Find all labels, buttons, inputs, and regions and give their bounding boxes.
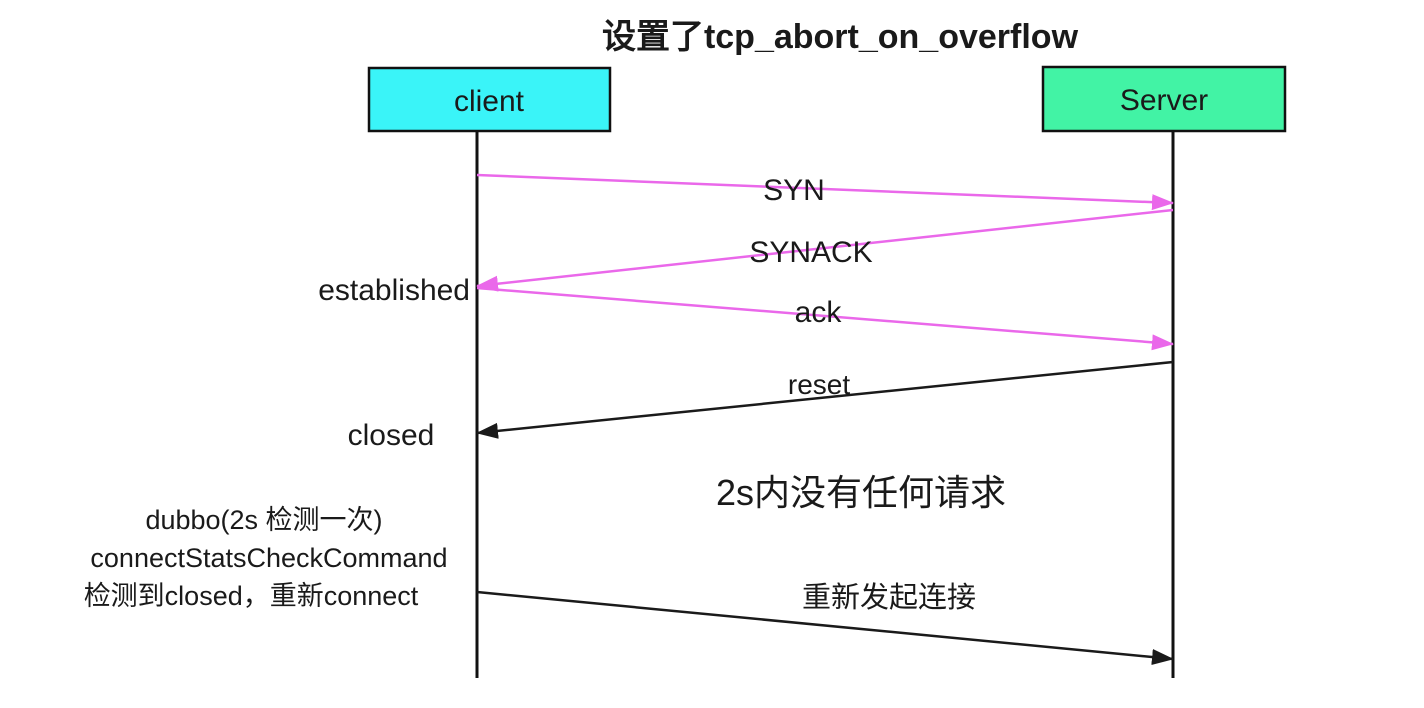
- dubbo-note-line2: connectStatsCheckCommand: [90, 543, 447, 573]
- client-label: client: [454, 85, 525, 118]
- synack-arrow: [476, 208, 1174, 292]
- diagram-title: 设置了tcp_abort_on_overflow: [602, 18, 1079, 56]
- reconnect-arrow: [476, 590, 1174, 665]
- ack-arrow: [476, 286, 1174, 351]
- syn-label: SYN: [763, 174, 825, 207]
- server-label: Server: [1120, 84, 1208, 117]
- reconnect-label: 重新发起连接: [802, 581, 976, 614]
- dubbo-note-line3: 检测到closed，重新connect: [84, 581, 419, 611]
- actor-server: Server: [1041, 65, 1287, 133]
- dubbo-note-line1: dubbo(2s 检测一次): [145, 505, 382, 535]
- synack-label: SYNACK: [749, 236, 872, 269]
- syn-arrow: [476, 173, 1174, 211]
- dubbo-check-note: dubbo(2s 检测一次) connectStatsCheckCommand …: [84, 505, 448, 611]
- actor-client: client: [367, 66, 612, 133]
- no-request-note: 2s内没有任何请求: [716, 472, 1006, 513]
- client-box: [367, 66, 612, 133]
- established-state-label: established: [318, 274, 470, 307]
- closed-state-label: closed: [348, 419, 435, 452]
- reset-arrow: [476, 360, 1174, 439]
- reset-label: reset: [788, 369, 850, 400]
- ack-label: ack: [795, 296, 843, 329]
- server-box: [1041, 65, 1287, 133]
